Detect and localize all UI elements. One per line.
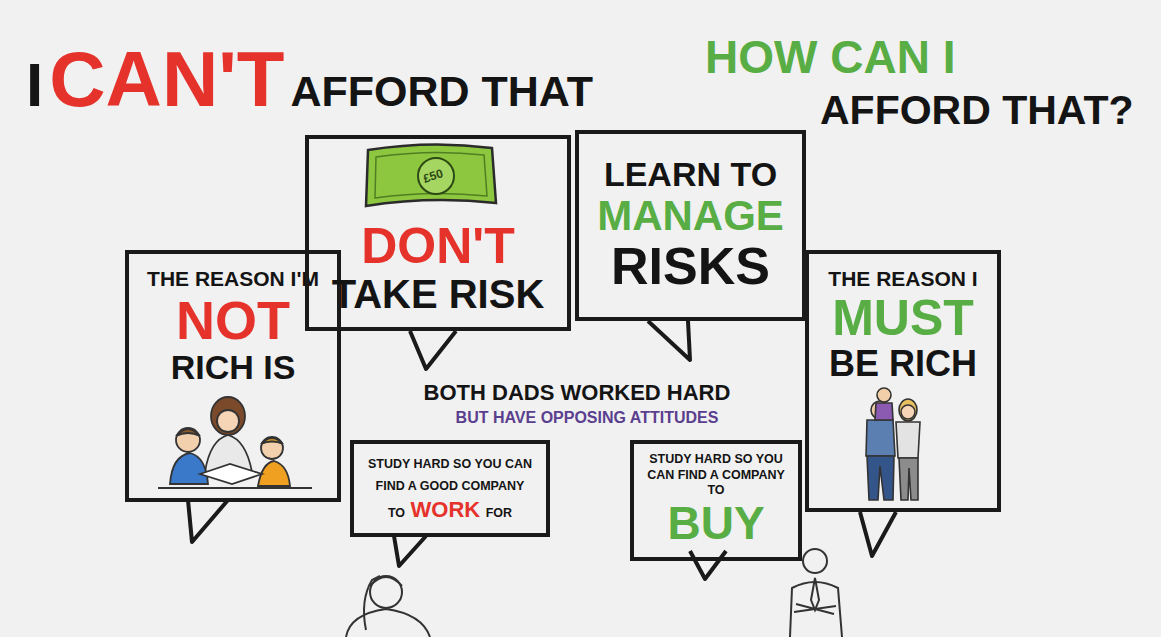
speech-bubble: STUDY HARD SO YOU CAN FIND A COMPANY TOB…: [630, 440, 802, 561]
face: [217, 410, 239, 432]
shoulders: [346, 609, 430, 637]
mother-kids-icon: [158, 397, 312, 488]
bubble-text: MUST: [832, 291, 974, 345]
bubble-text: WORK: [411, 497, 481, 522]
label-text: HOW CAN I: [705, 34, 955, 80]
hair: [899, 399, 917, 421]
label-text: BUT HAVE OPPOSING ATTITUDES: [456, 410, 719, 426]
suit: [790, 582, 842, 637]
head: [803, 549, 827, 573]
text-line: STUDY HARD SO YOU CAN FIND A GOOD COMPAN…: [362, 452, 538, 525]
bubble-text: FOR: [486, 506, 512, 520]
bubble-text: STUDY HARD SO YOU CAN FIND A COMPANY TO: [642, 452, 790, 499]
bubble-text: RICH IS: [171, 349, 296, 386]
hair: [176, 429, 200, 436]
label-text: AFFORD THAT: [290, 70, 593, 113]
arm: [364, 576, 380, 630]
child: [875, 403, 893, 420]
trousers: [899, 458, 918, 500]
speech-bubble: DON'TTAKE RISK: [305, 135, 571, 331]
worried-person: [346, 576, 430, 637]
face: [176, 428, 200, 452]
title-row: ICAN'TAFFORD THAT: [26, 40, 593, 118]
speech-bubble: LEARN TOMANAGERISKS: [575, 130, 806, 321]
book: [200, 464, 262, 484]
head: [370, 576, 402, 608]
bubble-tail: [394, 536, 426, 566]
bubble-tail: [188, 500, 228, 542]
bubble-tail: [860, 512, 896, 556]
bubble-text: RISKS: [611, 238, 770, 294]
speech-bubble: STUDY HARD SO YOU CAN FIND A GOOD COMPAN…: [350, 440, 550, 537]
bubble-text: TAKE RISK: [332, 273, 545, 316]
bubble-text: THE REASON I'M: [147, 268, 319, 291]
family-icon: [866, 388, 920, 500]
businessman: [790, 549, 842, 637]
face: [877, 388, 891, 402]
banknote: [366, 144, 496, 206]
hair: [261, 438, 283, 444]
label-text: AFFORD THAT?: [820, 90, 1134, 131]
banknote-seal: [418, 158, 454, 194]
banknote-icon: [366, 144, 496, 206]
speech-bubble: THE REASON IMUSTBE RICH: [805, 250, 1001, 512]
bubble-text: BUY: [667, 499, 764, 549]
bubble-text: THE REASON I: [828, 268, 977, 291]
top: [896, 422, 920, 458]
label-text: I: [26, 54, 43, 116]
bubble-text: BE RICH: [829, 345, 977, 384]
bubble-tail: [410, 331, 456, 369]
label-text: BOTH DADS WORKED HARD: [424, 382, 731, 404]
body: [170, 453, 208, 484]
bubble-text: DON'T: [361, 219, 515, 273]
jeans: [867, 456, 894, 500]
bubble-text: MANAGE: [597, 193, 784, 238]
banknote-border: [375, 152, 487, 198]
hair: [211, 397, 245, 435]
bubble-text: NOT: [176, 291, 290, 349]
crossed-arms: [794, 604, 836, 614]
table: [158, 487, 312, 489]
bubble-text: LEARN TO: [604, 156, 777, 193]
shirt: [866, 420, 895, 456]
face: [901, 405, 915, 419]
label-text: CAN'T: [49, 40, 284, 118]
bubble-tail: [648, 321, 690, 360]
tie: [811, 578, 819, 610]
bubble-tail: [690, 551, 726, 579]
face: [261, 437, 283, 459]
